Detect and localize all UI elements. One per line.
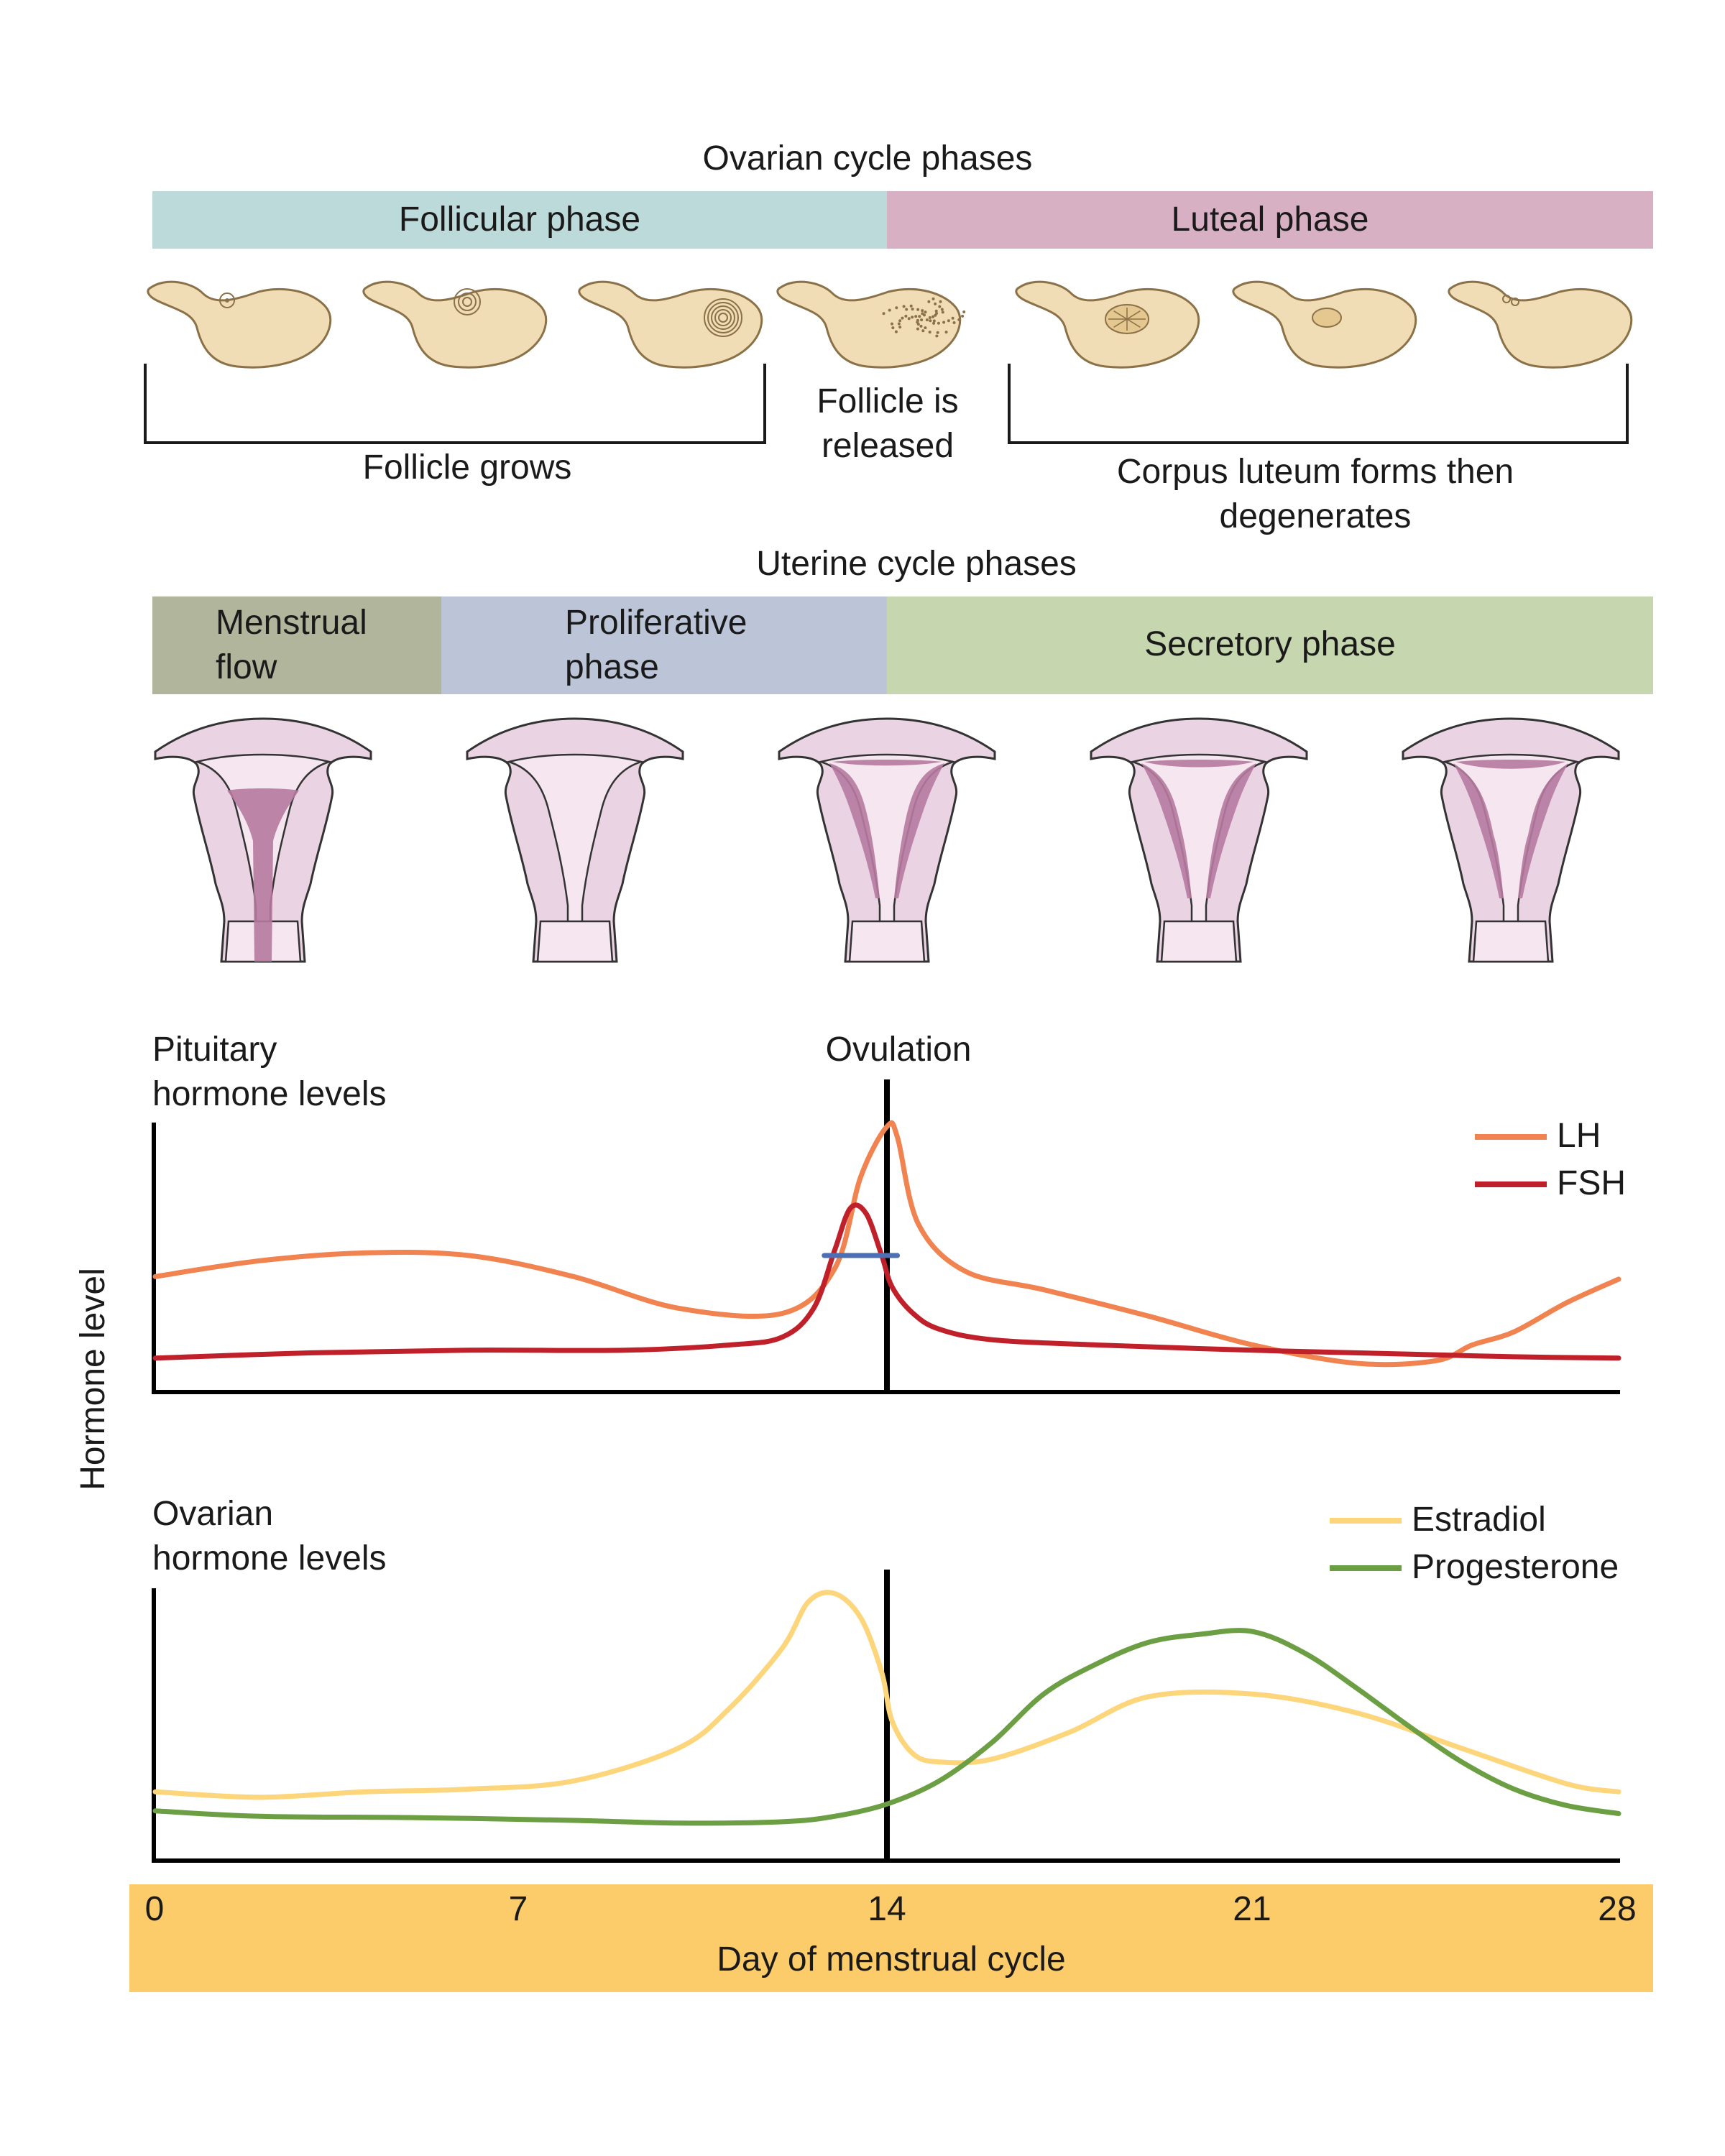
ovarian-cycle-title: Ovarian cycle phases [702,139,1033,178]
ovary-5 [1015,280,1200,369]
ovary-2 [362,280,548,369]
pituitary-chart-title: Pituitary hormone levels [152,1031,387,1113]
ovary-7 [1448,280,1633,369]
uterus-2 [466,717,684,963]
x-tick-7: 7 [508,1890,528,1928]
legend-label-lh: LH [1557,1117,1601,1155]
x-tick-14: 14 [868,1890,906,1928]
x-axis-band [129,1884,1653,1992]
ovarian-chart-title: Ovarian hormone levels [152,1495,387,1577]
proliferative-phase-band [441,596,887,694]
series-line-lh [152,1120,1622,1368]
legend-label-progesterone: Progesterone [1412,1548,1619,1586]
series-line-progesterone [152,1628,1622,1826]
y-axis-label: Hormone level [74,1268,112,1491]
x-tick-21: 21 [1233,1890,1271,1928]
series-line-fsh [152,1202,1622,1361]
secretory-phase-label: Secretory phase [1144,625,1396,663]
proliferative-phase-label: Proliferative phase [565,604,748,686]
uterus-5 [1402,717,1620,963]
legend-label-fsh: FSH [1557,1164,1626,1202]
follicle-grows-bracket [144,364,766,444]
ovary-illustrations [147,280,1633,369]
uterus-1 [154,717,372,963]
x-axis-label: Day of menstrual cycle [717,1940,1066,1978]
uterus-4 [1090,717,1308,963]
x-tick-28: 28 [1598,1890,1637,1928]
luteal-phase-band [887,191,1653,249]
follicular-phase-band [152,191,887,249]
luteal-phase-label: Luteal phase [1171,201,1369,239]
ovarian-chart-plot [152,1590,1622,1826]
ovary-6 [1232,280,1417,369]
ovulation-label: Ovulation [825,1031,972,1069]
legend-label-estradiol: Estradiol [1412,1501,1546,1539]
secretory-phase-band [887,596,1653,694]
uterine-cycle-title: Uterine cycle phases [756,545,1077,583]
corpus-luteum-label: Corpus luteum forms then degenerates [1116,453,1514,535]
pituitary-chart-axes [152,1079,1620,1394]
pituitary-legend [1475,1134,1547,1187]
x-tick-0: 0 [144,1890,165,1928]
pituitary-chart-plot [152,1120,1622,1368]
uterus-3 [778,717,996,963]
uterus-illustrations [154,717,1620,963]
ovarian-chart-axes [152,1570,1620,1863]
menstrual-flow-band [152,596,441,694]
menstrual-flow-label: Menstrual flow [216,604,367,686]
follicular-phase-label: Follicular phase [398,201,641,239]
ovary-4 [776,280,966,369]
ovarian-legend [1330,1518,1402,1571]
follicle-released-label: Follicle is released [816,382,959,465]
corpus-luteum-bracket [1008,364,1629,444]
ovary-3 [578,280,763,369]
ovary-1 [147,280,332,369]
series-line-estradiol [152,1590,1622,1800]
follicle-grows-label: Follicle grows [362,448,572,487]
